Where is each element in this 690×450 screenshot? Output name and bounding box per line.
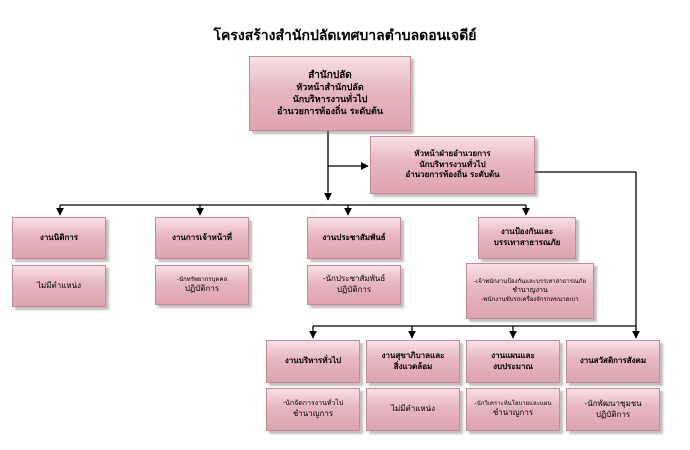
unit-name: งานแผนและ [491, 350, 535, 360]
staff-line: -นักพัฒนาชุมชน [584, 398, 642, 408]
unit-name: งานป้องกันและ [500, 227, 554, 237]
unit-name: งานการเจ้าหน้าที่ [172, 232, 232, 242]
head-rank: นักบริหารงานทั่วไป [292, 95, 368, 106]
staff-line: ชำนาญการ [292, 408, 334, 418]
unit-name: บรรเทาสาธารณภัย [493, 238, 561, 247]
staff-line: ไม่มีตำแหน่ง [390, 404, 436, 414]
unit-general-admin-staff: -นักจัดการงานทั่วไป ชำนาญการ [266, 388, 360, 431]
staff-line: -นักประชาสัมพันธ์ [322, 274, 386, 284]
staff-line: -นักจัดการงานทั่วไป [282, 399, 344, 408]
unit-sanitation-staff: ไม่มีตำแหน่ง [366, 388, 460, 431]
admin-position: หัวหน้าฝ่ายอำนวยการ [414, 148, 491, 158]
head-title: สำนักปลัด [308, 69, 352, 81]
staff-line: -เจ้าพนักงานป้องกันและบรรเทาสาธารณภัย [474, 278, 586, 286]
unit-planning-staff: -นักวิเคราะห์นโยบายและแผน ชำนาญการ [466, 388, 560, 431]
head-position: หัวหน้าสำนักปลัด [296, 83, 364, 94]
unit-pr-staff: -นักประชาสัมพันธ์ ปฏิบัติการ [307, 265, 401, 305]
staff-line: ชำนาญการ [492, 408, 534, 418]
unit-name: งานประชาสัมพันธ์ [322, 232, 386, 242]
admin-box: หัวหน้าฝ่ายอำนวยการ นักบริหารงานทั่วไป อ… [370, 136, 535, 194]
head-level: อำนวยการท้องถิ่น ระดับต้น [277, 107, 383, 118]
staff-line: ไม่มีตำแหน่ง [36, 280, 82, 290]
unit-name: งานสุขาภิบาลและ [381, 350, 445, 360]
unit-sanitation: งานสุขาภิบาลและ สิ่งแวดล้อม [366, 340, 460, 383]
unit-disaster: งานป้องกันและ บรรเทาสาธารณภัย [478, 217, 576, 259]
chart-title: โครงสร้างสำนักปลัดเทศบาลตำบลดอนเจดีย์ [213, 28, 477, 44]
unit-planning: งานแผนและ งบประมาณ [466, 340, 560, 383]
staff-line: ปฏิบัติการ [184, 283, 220, 293]
unit-general-admin: งานบริหารทั่วไป [266, 340, 360, 383]
unit-personnel: งานการเจ้าหน้าที่ [155, 217, 249, 259]
unit-legal: งานนิติการ [12, 217, 106, 259]
unit-legal-staff: ไม่มีตำแหน่ง [12, 265, 106, 307]
unit-name: งานนิติการ [39, 232, 79, 242]
staff-line: ปฏิบัติการ [595, 409, 631, 419]
staff-line: -นักทรัพยากรบุคคล [176, 275, 228, 283]
admin-rank: นักบริหารงานทั่วไป [419, 159, 486, 169]
unit-name: งบประมาณ [493, 361, 533, 371]
unit-disaster-staff: -เจ้าพนักงานป้องกันและบรรเทาสาธารณภัย ชำ… [466, 263, 594, 319]
unit-name: สิ่งแวดล้อม [393, 361, 433, 371]
unit-social-welfare-staff: -นักพัฒนาชุมชน ปฏิบัติการ [566, 388, 660, 431]
staff-line: -พนักงานขับรถเครื่องจักรกลขนาดเบา [481, 295, 579, 303]
unit-social-welfare: งานสวัสดิการสังคม [566, 340, 660, 383]
unit-personnel-staff: -นักทรัพยากรบุคคล ปฏิบัติการ [155, 265, 249, 305]
staff-line: ปฏิบัติการ [336, 285, 372, 294]
unit-name: งานสวัสดิการสังคม [579, 356, 647, 366]
admin-level: อำนวยการท้องถิ่น ระดับต้น [405, 170, 500, 180]
unit-pr: งานประชาสัมพันธ์ [307, 217, 401, 259]
unit-name: งานบริหารทั่วไป [284, 356, 342, 366]
staff-line: -นักวิเคราะห์นโยบายและแผน [474, 400, 552, 408]
head-box: สำนักปลัด หัวหน้าสำนักปลัด นักบริหารงานท… [249, 56, 411, 131]
staff-line: ชำนาญงาน [512, 286, 548, 295]
